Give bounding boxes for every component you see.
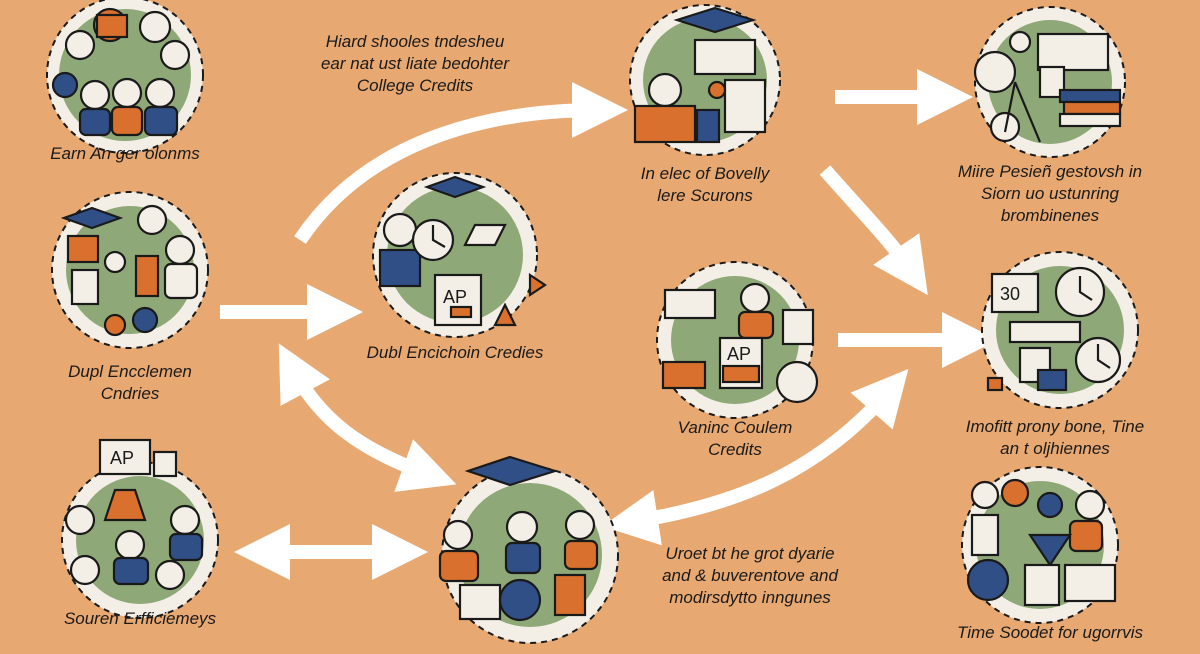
book-stack-icon xyxy=(973,30,1122,143)
arrow-back-to-grad xyxy=(602,368,909,546)
node-more-pesien xyxy=(973,6,1126,158)
arrow-intro-down xyxy=(819,165,928,296)
team-icon xyxy=(966,478,1117,607)
clock-icon: AP xyxy=(378,175,547,327)
arrow-curve-down xyxy=(278,343,457,492)
ap-paper-icon: AP xyxy=(661,282,819,404)
people-group-icon xyxy=(51,7,191,137)
svg-text:AP: AP xyxy=(727,344,751,364)
svg-text:30: 30 xyxy=(1000,284,1020,304)
node-time-support xyxy=(961,466,1119,624)
node-intro-scurons xyxy=(629,4,781,156)
svg-text:AP: AP xyxy=(443,287,467,307)
label-cost-efficiency: Souren Erfficiemeys xyxy=(63,609,217,628)
ideas-icon xyxy=(60,204,199,337)
node-cost-efficiency: AP xyxy=(61,438,219,619)
label-earn-degrees: Earn An ger olonms xyxy=(50,144,200,163)
label-dual-enrollment: Dupl Encclemen Cndries xyxy=(68,362,192,403)
arrows xyxy=(220,69,998,580)
ap-flask-icon: AP xyxy=(64,438,204,591)
arrow-to-intro xyxy=(294,82,628,244)
label-dual-credits: Dubl Encichoin Credies xyxy=(366,343,544,362)
node-college-credits: AP xyxy=(656,261,819,419)
label-intro-scurons: In elec of Bovelly lere Scurons xyxy=(640,164,770,205)
svg-text:AP: AP xyxy=(110,448,134,468)
label-outcomes: Uroet bt he grot dyarie and & buverentov… xyxy=(662,544,838,607)
label-more-pesien: Miire Pesieñ gestovsh in Siorn uo ustunr… xyxy=(957,162,1143,225)
calendar-icon: 30 xyxy=(986,266,1122,392)
label-college-credits: Vaninc Coulem Credits xyxy=(677,418,793,459)
label-time-support: Time Soodet for ugorrvis xyxy=(957,623,1143,642)
node-dual-credits: AP xyxy=(372,172,547,338)
node-dual-enrollment xyxy=(51,191,209,349)
graduate-cap-icon xyxy=(633,6,767,144)
node-earn-degrees xyxy=(46,0,204,154)
node-time-saving: 30 xyxy=(981,251,1139,409)
label-high-schools: Hiard shooles tndesheu ear nat ust liate… xyxy=(320,32,510,95)
label-time-saving: Imofitt prony bone, Tine an t oljhiennes xyxy=(965,417,1145,458)
graduation-icon xyxy=(438,455,599,622)
node-graduation xyxy=(438,455,619,644)
